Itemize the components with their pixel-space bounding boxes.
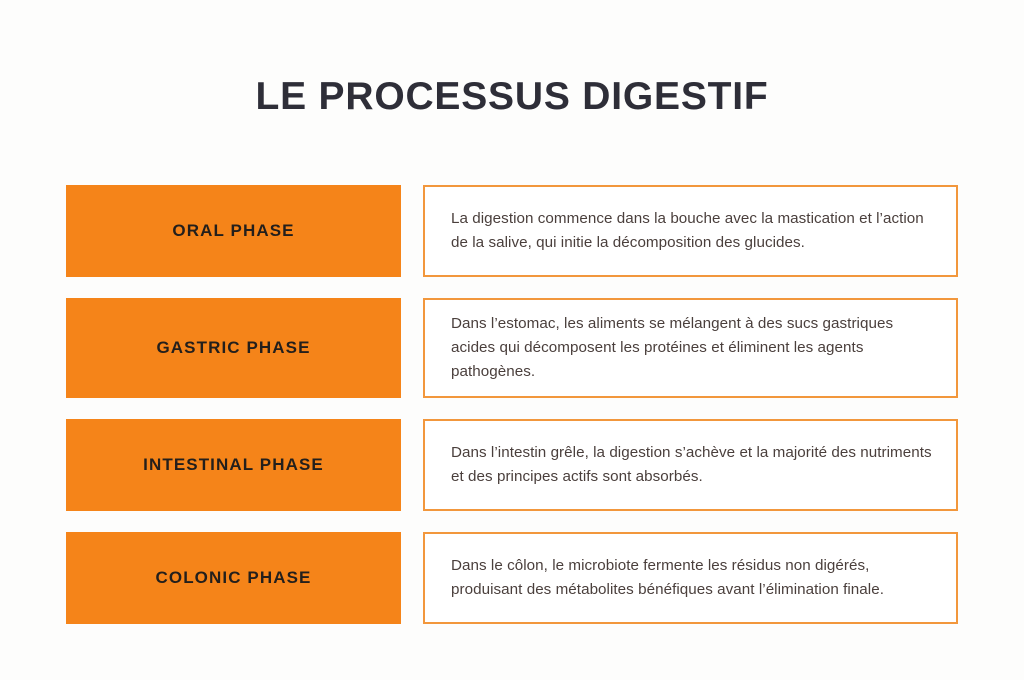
phase-description-box: Dans le côlon, le microbiote fermente le… [423, 532, 958, 624]
phase-description-text: Dans l’estomac, les aliments se mélangen… [451, 315, 894, 380]
phase-label: COLONIC PHASE [155, 568, 312, 587]
phase-description-box: Dans l’estomac, les aliments se mélangen… [423, 298, 958, 398]
phase-row: ORAL PHASE La digestion commence dans la… [66, 185, 958, 277]
page-title: LE PROCESSUS DIGESTIF [255, 75, 769, 118]
phase-list: ORAL PHASE La digestion commence dans la… [66, 185, 958, 624]
phase-block-gastric[interactable]: GASTRIC PHASE [66, 298, 401, 398]
phase-description-box: La digestion commence dans la bouche ave… [423, 185, 958, 277]
phase-label: ORAL PHASE [172, 221, 295, 240]
phase-row: COLONIC PHASE Dans le côlon, le microbio… [66, 532, 958, 624]
phase-label: INTESTINAL PHASE [143, 455, 324, 474]
phase-row: GASTRIC PHASE Dans l’estomac, les alimen… [66, 298, 958, 398]
phase-row: INTESTINAL PHASE Dans l’intestin grêle, … [66, 419, 958, 511]
phase-description-text: Dans le côlon, le microbiote fermente le… [451, 557, 884, 598]
phase-block-intestinal[interactable]: INTESTINAL PHASE [66, 419, 401, 511]
phase-block-colonic[interactable]: COLONIC PHASE [66, 532, 401, 624]
phase-description-text: La digestion commence dans la bouche ave… [451, 210, 924, 251]
phase-description-text: Dans l’intestin grêle, la digestion s’ac… [451, 444, 932, 485]
phase-block-oral[interactable]: ORAL PHASE [66, 185, 401, 277]
phase-label: GASTRIC PHASE [156, 338, 311, 357]
phase-description-box: Dans l’intestin grêle, la digestion s’ac… [423, 419, 958, 511]
